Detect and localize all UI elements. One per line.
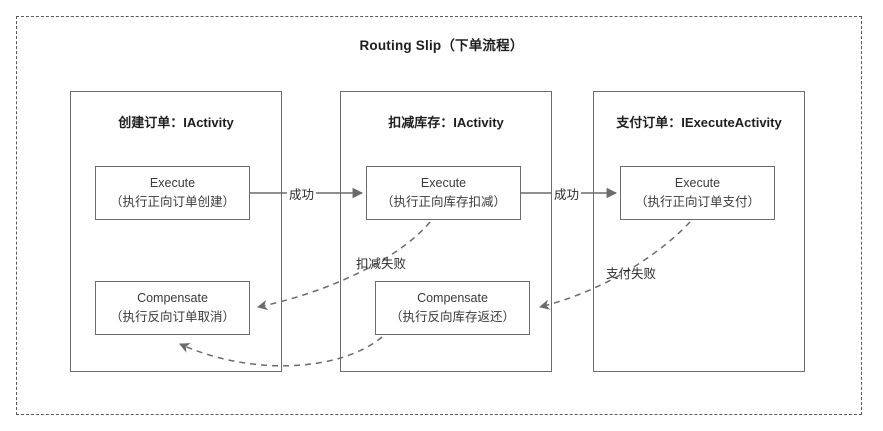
step-name: Execute: [674, 176, 721, 191]
step-box-deduct-stock-execute[interactable]: Execute （执行正向库存扣减）: [366, 166, 521, 220]
step-description: （执行正向订单创建）: [109, 195, 235, 209]
activity-title-create-order: 创建订单：IActivity: [118, 115, 234, 130]
step-description: （执行正向订单支付）: [634, 195, 760, 209]
edge-label-deduct-failure: 扣减失败: [356, 257, 407, 271]
activity-title-pay-order: 支付订单：IExecuteActivity: [616, 115, 782, 130]
step-name: Compensate: [137, 291, 208, 306]
step-box-deduct-stock-compensate[interactable]: Compensate （执行反向库存返还）: [375, 281, 530, 335]
step-box-create-order-execute[interactable]: Execute （执行正向订单创建）: [95, 166, 250, 220]
activity-title-deduct-stock: 扣减库存：IActivity: [388, 115, 504, 130]
step-name: Execute: [149, 176, 196, 191]
step-box-create-order-compensate[interactable]: Compensate （执行反向订单取消）: [95, 281, 250, 335]
edge-label-success-1: 成功: [287, 184, 317, 203]
step-name: Execute: [420, 176, 467, 191]
step-box-pay-order-execute[interactable]: Execute （执行正向订单支付）: [620, 166, 775, 220]
page-title: Routing Slip（下单流程）: [359, 38, 524, 53]
outer-dashed-frame: [16, 16, 862, 415]
edge-label-pay-failure: 支付失败: [606, 267, 657, 281]
step-description: （执行正向库存扣减）: [380, 195, 506, 209]
step-description: （执行反向订单取消）: [109, 310, 235, 324]
step-description: （执行反向库存返还）: [389, 310, 515, 324]
activity-box-pay-order: 支付订单：IExecuteActivity: [593, 91, 805, 372]
step-name: Compensate: [417, 291, 488, 306]
edge-label-success-2: 成功: [552, 184, 582, 203]
